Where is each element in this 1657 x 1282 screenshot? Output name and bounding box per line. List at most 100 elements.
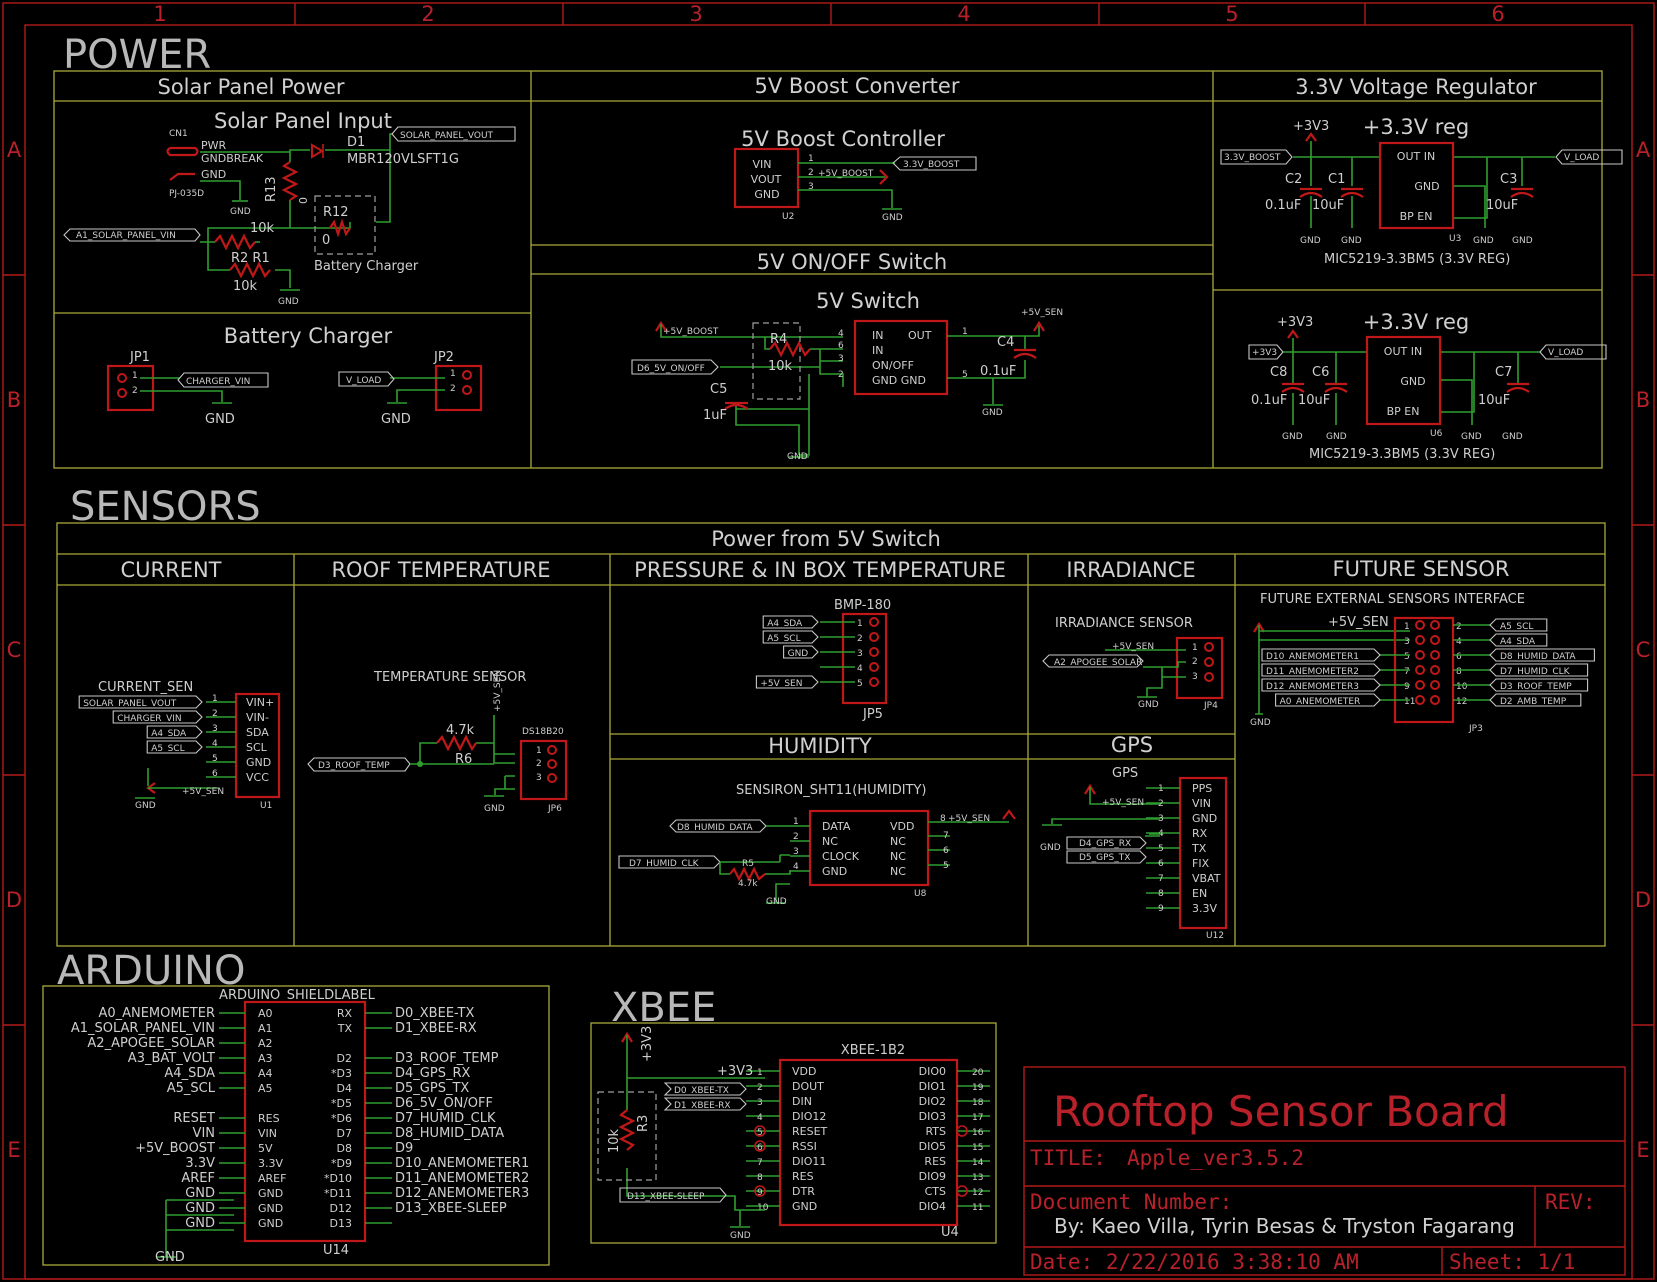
switch-5v-circuit: +5V_BOOST R4 10k D6_5V_ON/OFF C5 1uF GND… — [631, 308, 1063, 462]
future-rpin-2 — [1430, 650, 1440, 660]
gps-pin-6: VBAT — [1192, 872, 1221, 885]
arduino-rpin-12: *D11 — [324, 1187, 352, 1200]
jp5-label: JP5 — [862, 707, 883, 722]
jp1-pin1: 1 — [132, 371, 138, 381]
gps-pin-5: FIX — [1192, 857, 1210, 870]
u2-vin: VIN — [753, 158, 772, 171]
switch-ic — [853, 319, 949, 396]
u12-gps-module — [1178, 776, 1228, 930]
diode-icon — [311, 143, 324, 159]
reg-bottom-vload-net — [1539, 344, 1607, 360]
future-rnet-label-1: A4_SDA — [1500, 637, 1536, 647]
future-p5v-sen: +5V_SEN — [1328, 615, 1389, 630]
battery-charger-circuit: JP1 1 2 CHARGER_VIN GND JP2 1 2 V_LOAD G… — [106, 350, 483, 427]
xbee-rbubble-8 — [956, 1185, 968, 1197]
gps-num-3: 4 — [1158, 829, 1164, 839]
a1-solar-net-label: A1_SOLAR_PANEL_VIN — [76, 231, 176, 241]
frame-row-c: C — [7, 638, 22, 662]
humid-pin6: 6 — [943, 846, 949, 856]
xbee-lnum-5: 6 — [757, 1143, 763, 1153]
r6-label: R6 — [455, 752, 472, 767]
c8-label: C8 — [1270, 365, 1287, 380]
future-rnet-label-4: D3_ROOF_TEMP — [1500, 682, 1572, 692]
jp1-wires — [140, 377, 223, 402]
r13-label: R13 — [264, 176, 279, 202]
humidity-header: HUMIDITY — [768, 734, 872, 758]
gnd-label-c4: GND — [982, 408, 1003, 418]
arduino-rpin-6: *D5 — [331, 1097, 352, 1110]
xbee-rpin-9: DIO4 — [919, 1200, 946, 1213]
future-rpin-3 — [1430, 665, 1440, 675]
arduino-rnet-5: D5_GPS_TX — [395, 1081, 469, 1096]
c6-label: C6 — [1312, 365, 1329, 380]
gnd-c3: GND — [1512, 236, 1533, 246]
r1r2-label: R2 R1 — [231, 251, 270, 266]
arduino-rpin-8: D7 — [337, 1127, 352, 1140]
roof-temp-header: ROOF TEMPERATURE — [331, 558, 550, 582]
d4-gps-net-label: D4_GPS_RX — [1079, 839, 1131, 849]
d6-onoff-net — [631, 359, 719, 375]
arduino-rnet-6: D6_5V_ON/OFF — [395, 1096, 493, 1111]
c4-value: 0.1uF — [980, 364, 1016, 379]
arduino-lpin-3: A3 — [258, 1052, 273, 1065]
xbee-rpin-5: DIO5 — [919, 1140, 946, 1153]
xbee-lpin-9: GND — [792, 1200, 817, 1213]
arduino-shield-label: ARDUINO_SHIELDLABEL — [219, 988, 376, 1003]
arduino-rpin-13: D12 — [330, 1202, 352, 1215]
pwr-pin: PWR — [201, 139, 227, 152]
bmp-net-4 — [755, 675, 819, 689]
r5-resistor-icon — [729, 866, 766, 882]
d8-humid-net-label: D8_HUMID_DATA — [677, 823, 753, 833]
reg-bottom-3v3-arrow-icon — [1287, 329, 1299, 339]
future-lnum-5: 11 — [1404, 697, 1415, 707]
gnd-current: GND — [135, 801, 156, 811]
gps-num-4: 5 — [1158, 844, 1164, 854]
gnd-arduino: GND — [155, 1250, 185, 1265]
future-rnum-4: 10 — [1456, 682, 1468, 692]
xbee-rpin-0: DIO0 — [919, 1065, 946, 1078]
bmp-pin-2 — [869, 647, 879, 657]
reg-bottom-vload-net-label: V_LOAD — [1548, 348, 1583, 358]
frame-row-e: E — [7, 1138, 20, 1162]
c8-capacitor-icon — [1281, 382, 1305, 393]
irr-wires — [1105, 649, 1186, 697]
u3-regulator-ic — [1378, 141, 1455, 230]
xbee-rnum-7: 13 — [972, 1173, 983, 1183]
u1-label: U1 — [260, 801, 272, 811]
c2-value: 0.1uF — [1265, 198, 1301, 213]
arduino-lpin-5: A5 — [258, 1082, 273, 1095]
gps-pin-7: EN — [1192, 887, 1207, 900]
reg-top-title: +3.3V reg — [1363, 115, 1469, 139]
gnd-c1: GND — [1341, 236, 1362, 246]
sht-rpin-1: NC — [890, 835, 906, 848]
future-lnum-1: 3 — [1404, 637, 1410, 647]
xbee-rnum-9: 11 — [972, 1203, 983, 1213]
d5-gps-net-label: D5_GPS_TX — [1079, 853, 1130, 863]
u3-part: MIC5219-3.3BM5 (3.3V REG) — [1324, 252, 1510, 267]
d3-roof-net-label: D3_ROOF_TEMP — [318, 761, 390, 771]
gnd-c6: GND — [1326, 432, 1347, 442]
current-pin-4: GND — [246, 756, 271, 769]
xbee-lpin-8: DTR — [792, 1185, 815, 1198]
r6-resistor-icon — [436, 734, 477, 752]
bmp-pin-1 — [869, 632, 879, 642]
jp6-pin3: 3 — [536, 773, 542, 783]
gnd-u3: GND — [1473, 236, 1494, 246]
frame-row-d-right: D — [1635, 888, 1651, 912]
c2-capacitor-icon — [1299, 187, 1323, 198]
regulator-header: 3.3V Voltage Regulator — [1295, 75, 1537, 99]
u2-pin2: 2 — [808, 168, 814, 178]
switch-gnd-gnd: GND GND — [872, 374, 926, 387]
xbee-lpin-6: DIO11 — [792, 1155, 826, 1168]
future-lnum-0: 1 — [1404, 622, 1410, 632]
switch-p5v-boost: +5V_BOOST — [663, 327, 719, 337]
d1-label: D1 — [347, 135, 365, 150]
gnd-roof: GND — [484, 804, 505, 814]
future-rnet-label-5: D2_AMB_TEMP — [1500, 697, 1567, 707]
c7-capacitor-icon — [1506, 382, 1530, 393]
